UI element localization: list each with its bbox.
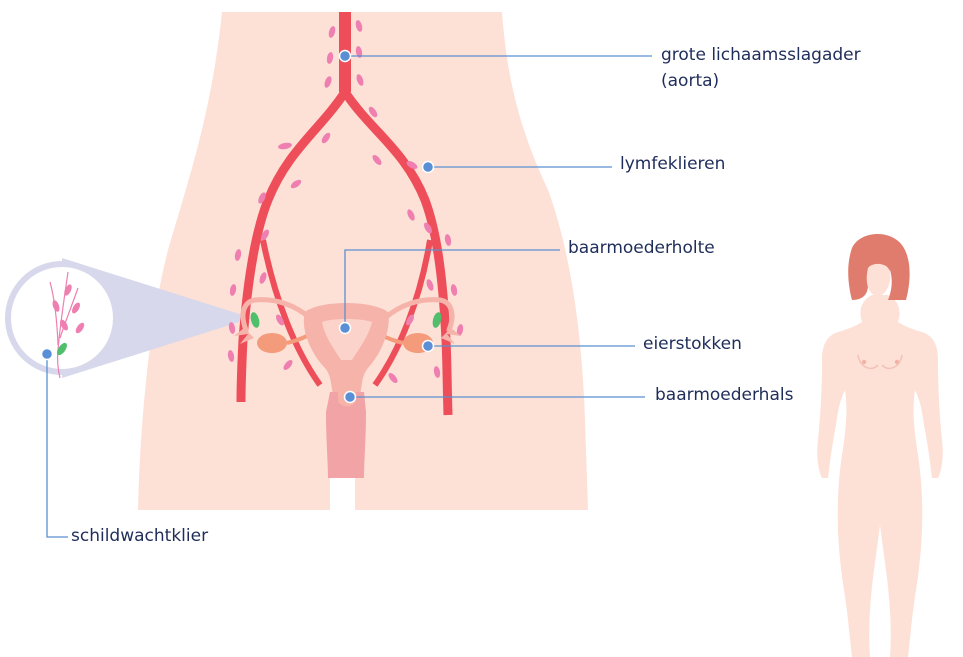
- label-lymph-nodes: lymfeklieren: [620, 153, 725, 175]
- label-ovaries: eierstokken: [643, 333, 742, 355]
- female-figure-icon: [817, 234, 943, 657]
- ovary-left: [257, 333, 287, 353]
- marker-cervix: [345, 392, 356, 403]
- marker-ovary: [423, 341, 434, 352]
- label-aorta-line2: (aorta): [661, 70, 719, 92]
- marker-aorta: [340, 51, 351, 62]
- label-uterine-cavity: baarmoederholte: [568, 237, 715, 259]
- label-aorta-line1: grote lichaamsslagader: [661, 44, 861, 66]
- label-cervix: baarmoederhals: [655, 384, 793, 406]
- marker-lymph: [423, 162, 434, 173]
- label-sentinel-node: schildwachtklier: [71, 525, 208, 547]
- marker-sentinel: [42, 349, 53, 360]
- marker-cavity: [340, 323, 351, 334]
